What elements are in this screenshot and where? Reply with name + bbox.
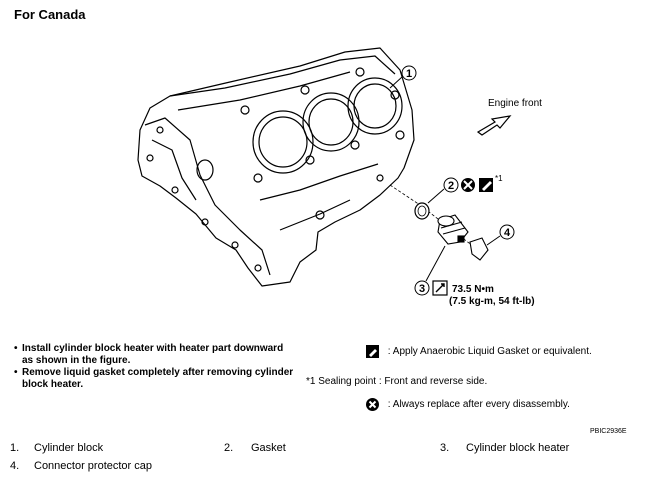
legend-anaerobic: : Apply Anaerobic Liquid Gasket or equiv… [366,345,592,358]
legend-replace-text: : Always replace after every disassembly… [387,399,570,411]
callout-1: 1 [406,68,412,80]
instruction-item: Remove liquid gasket completely after re… [14,367,294,391]
part-4-name: Connector protector cap [34,460,153,472]
part-1-num: 1. [10,442,20,454]
instruction-item: Install cylinder block heater with heate… [14,343,294,367]
cylinder-block-drawing [137,47,415,287]
part-3-num: 3. [440,442,450,454]
legend-sealing-point: *1 Sealing point : Front and reverse sid… [306,376,488,387]
callout-1-circle [401,65,417,81]
part-2-name: Gasket [251,442,286,454]
cylinder-block-heater-part [437,214,469,245]
figure-code: PBIC2936E [590,428,627,435]
engine-block-diagram: 1 Engine front 2 *1 4 3 73.5 N•m (7.5 kg… [137,47,542,307]
connector-protector-cap-part [469,237,489,261]
callout-3: 3 [419,283,425,295]
engine-front-label: Engine front [488,98,542,109]
sealing-note-ref: *1 [495,174,503,183]
part-3-name: Cylinder block heater [466,442,570,454]
engine-front-arrow-icon [476,115,512,136]
legend-anaerobic-text: : Apply Anaerobic Liquid Gasket or equiv… [387,346,592,358]
legend-replace: : Always replace after every disassembly… [366,398,570,411]
callout-2: 2 [448,180,454,192]
replace-x-icon [366,398,379,411]
page-title: For Canada [14,7,86,22]
liquid-gasket-icon [366,345,379,358]
part-1-name: Cylinder block [34,442,104,454]
part-4-num: 4. [10,460,20,472]
torque-alt: (7.5 kg-m, 54 ft-lb) [449,296,535,307]
instruction-list: Install cylinder block heater with heate… [14,343,294,391]
callout-4: 4 [504,227,511,239]
torque-value: 73.5 N•m [452,284,494,295]
part-2-num: 2. [224,442,234,454]
